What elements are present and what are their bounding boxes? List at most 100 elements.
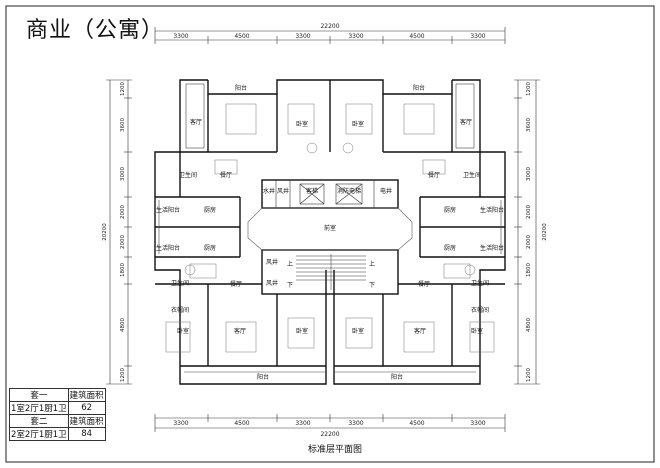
- room-bedroom: 卧室: [352, 120, 364, 128]
- dim-left-seg: 2000: [120, 235, 126, 249]
- room-service-balcony: 生活阳台: [156, 206, 180, 214]
- stair-up: 上: [369, 260, 375, 268]
- window-lines: [158, 83, 502, 373]
- room-dining: 餐厅: [418, 280, 430, 288]
- dim-left-seg: 4800: [120, 318, 126, 332]
- dim-right-seg: 1200: [526, 368, 532, 382]
- dim-right-seg: 3600: [526, 118, 532, 132]
- area-header: 建筑面积: [67, 414, 106, 428]
- room-bedroom: 卧室: [471, 327, 483, 335]
- room-elec-shaft: 电井: [380, 187, 392, 195]
- room-dining: 餐厅: [428, 171, 440, 179]
- room-bathroom: 卫生间: [471, 279, 489, 287]
- dim-left-seg: 1200: [120, 368, 126, 382]
- dimension-lines: [109, 30, 537, 429]
- dimension-ticks: [106, 27, 540, 432]
- room-fire-elevator: 消防电梯: [337, 187, 361, 195]
- dim-right-seg: 2000: [526, 205, 532, 219]
- dim-bottom-seg: 4500: [234, 420, 249, 427]
- room-dining: 餐厅: [230, 280, 242, 288]
- dim-right-seg: 1800: [526, 263, 532, 277]
- sheet-border: [5, 5, 655, 463]
- dim-left-total: 20200: [102, 223, 108, 241]
- room-living: 客厅: [234, 327, 246, 335]
- room-balcony: 阳台: [257, 373, 269, 381]
- dim-top-seg: 3300: [470, 33, 485, 40]
- stair-down: 下: [369, 282, 375, 289]
- dim-left-seg: 1800: [120, 263, 126, 277]
- dim-left-seg: 1200: [120, 82, 126, 96]
- room-water-shaft: 水井: [263, 187, 275, 195]
- room-elevator: 客梯: [306, 187, 318, 195]
- dim-bottom-total: 22200: [320, 431, 339, 438]
- room-bathroom: 卫生间: [171, 279, 189, 287]
- unit-type: 套一: [9, 388, 69, 402]
- dim-top-total: 22200: [320, 23, 339, 30]
- room-air-shaft: 风井: [277, 187, 289, 195]
- room-bedroom: 卧室: [296, 120, 308, 128]
- furniture: [165, 103, 495, 353]
- room-bathroom: 卫生间: [463, 171, 481, 179]
- dim-top-seg: 3300: [348, 33, 363, 40]
- room-service-balcony: 生活阳台: [156, 244, 180, 252]
- dim-bottom-seg: 3300: [470, 420, 485, 427]
- room-bathroom: 卫生间: [179, 171, 197, 179]
- building-walls: [154, 79, 506, 385]
- room-service-balcony: 生活阳台: [480, 244, 504, 252]
- dim-bottom-seg: 4500: [409, 420, 424, 427]
- table-row: 套二 建筑面积: [9, 414, 106, 428]
- dim-right-seg: 1200: [526, 82, 532, 96]
- stair-up: 上: [287, 260, 293, 268]
- table-row: 1室2厅1厨1卫 62: [9, 401, 106, 415]
- area-table: 套一 建筑面积 1室2厅1厨1卫 62 套二 建筑面积 2室2厅1厨1卫 84: [9, 388, 106, 441]
- dim-right-seg: 4800: [526, 318, 532, 332]
- room-living: 客厅: [460, 118, 472, 126]
- table-row: 2室2厅1厨1卫 84: [9, 427, 106, 441]
- room-bedroom: 卧室: [296, 327, 308, 335]
- room-bedroom: 卧室: [177, 327, 189, 335]
- room-kitchen: 厨房: [204, 206, 216, 214]
- room-air-shaft: 风井: [266, 258, 278, 266]
- room-air-shaft: 风井: [266, 279, 278, 287]
- dim-right-seg: 2000: [526, 235, 532, 249]
- stair-down: 下: [287, 282, 293, 289]
- room-living: 客厅: [414, 327, 426, 335]
- room-balcony: 阳台: [413, 84, 425, 92]
- dim-left-seg: 3600: [120, 118, 126, 132]
- area-header: 建筑面积: [67, 388, 106, 402]
- elevators: [275, 180, 375, 208]
- dim-bottom-seg: 3300: [295, 420, 310, 427]
- room-bedroom: 卧室: [352, 327, 364, 335]
- room-kitchen: 厨房: [204, 244, 216, 252]
- dim-bottom-seg: 3300: [348, 420, 363, 427]
- drawing-title: 商业（公寓）: [26, 18, 165, 43]
- lobby-outline: [247, 207, 413, 251]
- room-living: 客厅: [190, 118, 202, 126]
- room-service-balcony: 生活阳台: [480, 206, 504, 214]
- plan-caption: 标准层平面图: [308, 445, 363, 455]
- room-cloakroom: 衣帽间: [471, 306, 489, 314]
- unit-layout: 2室2厅1厨1卫: [9, 427, 69, 441]
- unit-area: 62: [67, 401, 106, 415]
- dim-left-seg: 2000: [120, 205, 126, 219]
- room-balcony: 阳台: [391, 373, 403, 381]
- room-lobby: 前室: [324, 224, 336, 232]
- unit-type: 套二: [9, 414, 69, 428]
- dim-right-total: 20200: [542, 223, 548, 241]
- dim-bottom-seg: 3300: [173, 420, 188, 427]
- unit-area: 84: [67, 427, 106, 441]
- dim-top-seg: 4500: [234, 33, 249, 40]
- room-balcony: 阳台: [235, 84, 247, 92]
- dim-top-seg: 3300: [173, 33, 188, 40]
- room-kitchen: 厨房: [444, 206, 456, 214]
- dim-right-seg: 3000: [526, 167, 532, 181]
- table-row: 套一 建筑面积: [9, 388, 106, 402]
- dim-top-seg: 3300: [295, 33, 310, 40]
- dim-left-seg: 3000: [120, 167, 126, 181]
- stair-treads: [296, 254, 366, 290]
- dim-top-seg: 4500: [409, 33, 424, 40]
- room-cloakroom: 衣帽间: [171, 306, 189, 314]
- room-dining: 餐厅: [220, 171, 232, 179]
